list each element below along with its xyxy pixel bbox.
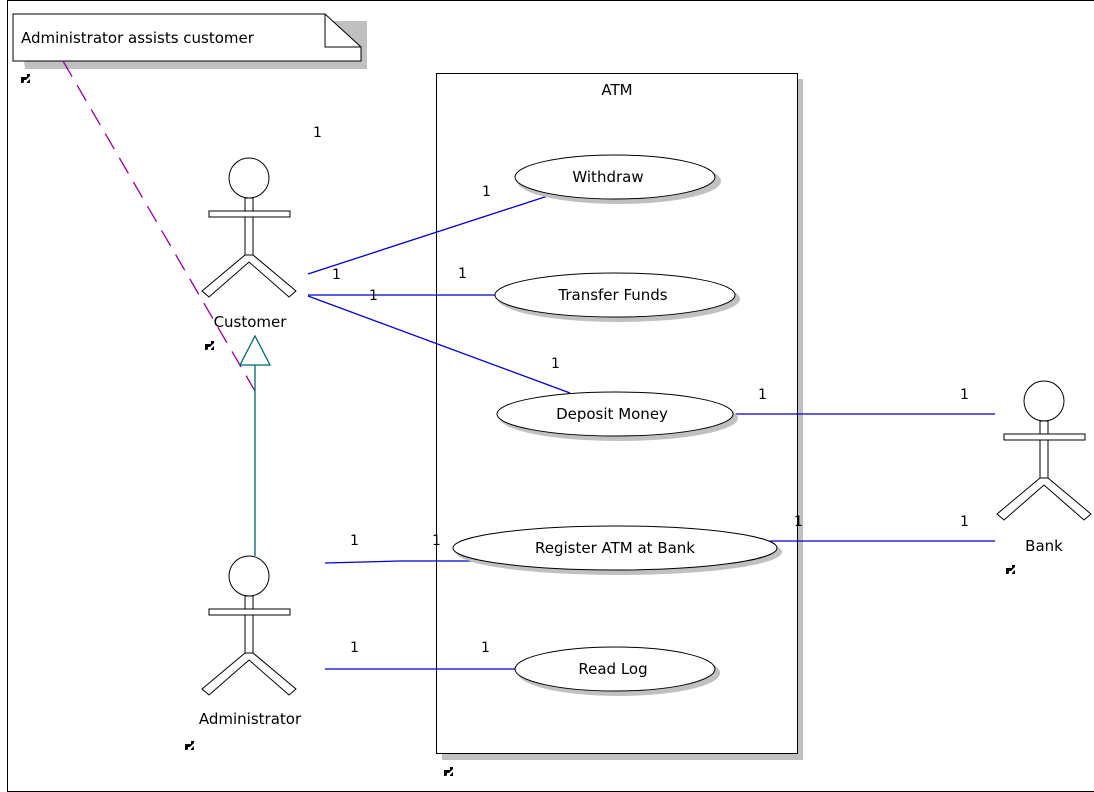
bank-link-icon[interactable] [1006,565,1015,574]
assoc-customer-withdraw[interactable] [307,191,561,275]
usecase-register-atm[interactable]: Register ATM at Bank [452,525,782,575]
note-element[interactable]: Administrator assists customer [12,13,367,69]
actor-label-bank: Bank [1025,537,1063,555]
system-link-icon[interactable] [444,767,453,776]
multiplicity-labels: 1 1 1 1 1 1 1 1 1 1 1 1 1 1 [313,125,969,656]
multiplicity-label: 1 [432,533,441,549]
multiplicity-label: 1 [551,356,560,372]
multiplicity-label: 1 [960,387,969,403]
multiplicity-label: 1 [794,514,803,530]
usecase-label: Transfer Funds [557,286,667,304]
multiplicity-label: 1 [960,514,969,530]
usecase-read-log[interactable]: Read Log [514,646,720,696]
usecase-label: Read Log [578,660,647,678]
note-link-icon[interactable] [21,74,30,83]
generalization-admin-customer[interactable] [238,334,272,556]
multiplicity-label: 1 [482,184,491,200]
note-text: Administrator assists customer [21,29,255,47]
stickman-icon [228,157,270,199]
system-name: ATM [601,81,632,99]
usecase-label: Deposit Money [556,405,668,423]
actor-administrator[interactable] [201,555,297,696]
usecase-withdraw[interactable]: Withdraw [514,154,721,204]
stickman-icon [228,555,270,597]
multiplicity-label: 1 [332,267,341,283]
customer-link-icon[interactable] [205,341,214,350]
multiplicity-label: 1 [369,288,378,304]
assoc-admin-register[interactable] [324,560,475,564]
multiplicity-label: 1 [758,387,767,403]
multiplicity-label: 1 [350,533,359,549]
actor-label-administrator: Administrator [199,710,302,728]
associations [307,191,995,670]
usecase-label: Withdraw [572,168,643,186]
multiplicity-label: 1 [313,125,322,141]
usecase-label: Register ATM at Bank [535,539,695,557]
stickman-icon [1023,380,1065,422]
usecase-deposit-money[interactable]: Deposit Money [496,391,738,441]
multiplicity-label: 1 [481,640,490,656]
assoc-customer-deposit[interactable] [307,295,571,394]
usecase-transfer-funds[interactable]: Transfer Funds [494,272,740,322]
administrator-link-icon[interactable] [185,741,194,750]
actor-customer[interactable] [201,157,297,298]
note-anchor-line [62,60,256,392]
multiplicity-label: 1 [458,266,467,282]
actor-bank[interactable] [996,380,1092,521]
multiplicity-label: 1 [350,640,359,656]
actor-label-customer: Customer [214,313,288,331]
